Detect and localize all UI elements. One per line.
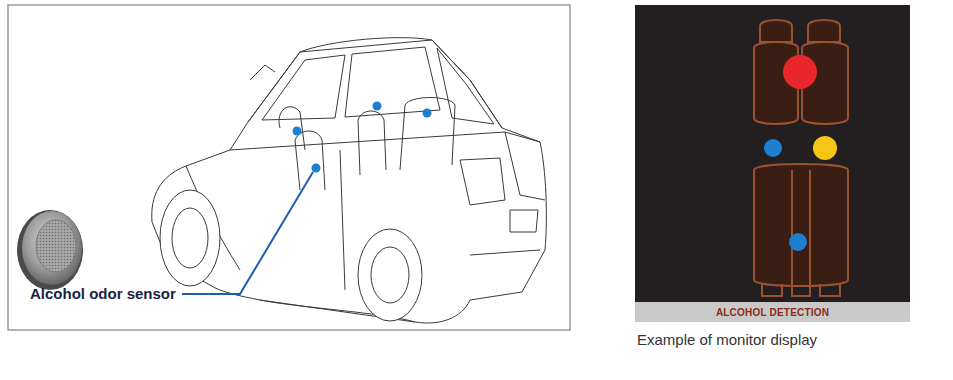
part-label: Alcohol odor sensor: [30, 285, 176, 302]
sensor-dot: [312, 164, 321, 173]
sensor-dots: [293, 102, 432, 173]
steering-wheel: [279, 107, 305, 150]
car-drawing: [152, 38, 547, 323]
rear-bench: [754, 164, 848, 286]
front-seat: [295, 131, 325, 190]
front-seat-right: [358, 111, 386, 175]
rear-wheel: [358, 229, 422, 321]
sensor-photo: [17, 210, 83, 290]
rear-seat: [400, 98, 455, 171]
sensor-dot: [373, 102, 382, 111]
monitor-screen: [635, 5, 910, 302]
panel-frame: [8, 5, 570, 330]
rear-window: [437, 48, 494, 124]
status-band: ALCOHOL DETECTION: [635, 302, 910, 322]
trunk-edge: [505, 132, 545, 200]
license-plate: [510, 210, 538, 232]
caption-text: Example of monitor display: [637, 331, 817, 348]
warning-dot: [813, 136, 837, 160]
door-line: [340, 150, 345, 290]
front-hub: [172, 208, 208, 268]
rear-hub: [371, 247, 409, 303]
car-body: [152, 38, 547, 323]
sensor-dot: [293, 127, 302, 136]
sensor-body: [22, 211, 82, 285]
bench-divider: [792, 170, 810, 284]
front-window: [262, 55, 345, 120]
sensor-mesh: [36, 220, 76, 272]
sensor-dot: [789, 233, 807, 251]
rear-bumper: [470, 250, 540, 255]
rear-side-window: [345, 47, 440, 117]
band-title: ALCOHOL DETECTION: [716, 307, 829, 318]
leader-line: [182, 172, 313, 294]
rear-headrests: [762, 284, 840, 296]
sensor-rim: [17, 210, 83, 290]
seat-outlines: [754, 20, 848, 296]
sensor-dot: [764, 139, 782, 157]
front-wheel: [160, 190, 220, 286]
sensor-dot: [423, 109, 432, 118]
mirror: [250, 65, 275, 80]
tail-lamp: [460, 158, 505, 205]
alert-dot: [783, 55, 817, 89]
car-roof: [248, 40, 502, 128]
headrest: [760, 20, 792, 42]
headrest: [808, 20, 840, 42]
